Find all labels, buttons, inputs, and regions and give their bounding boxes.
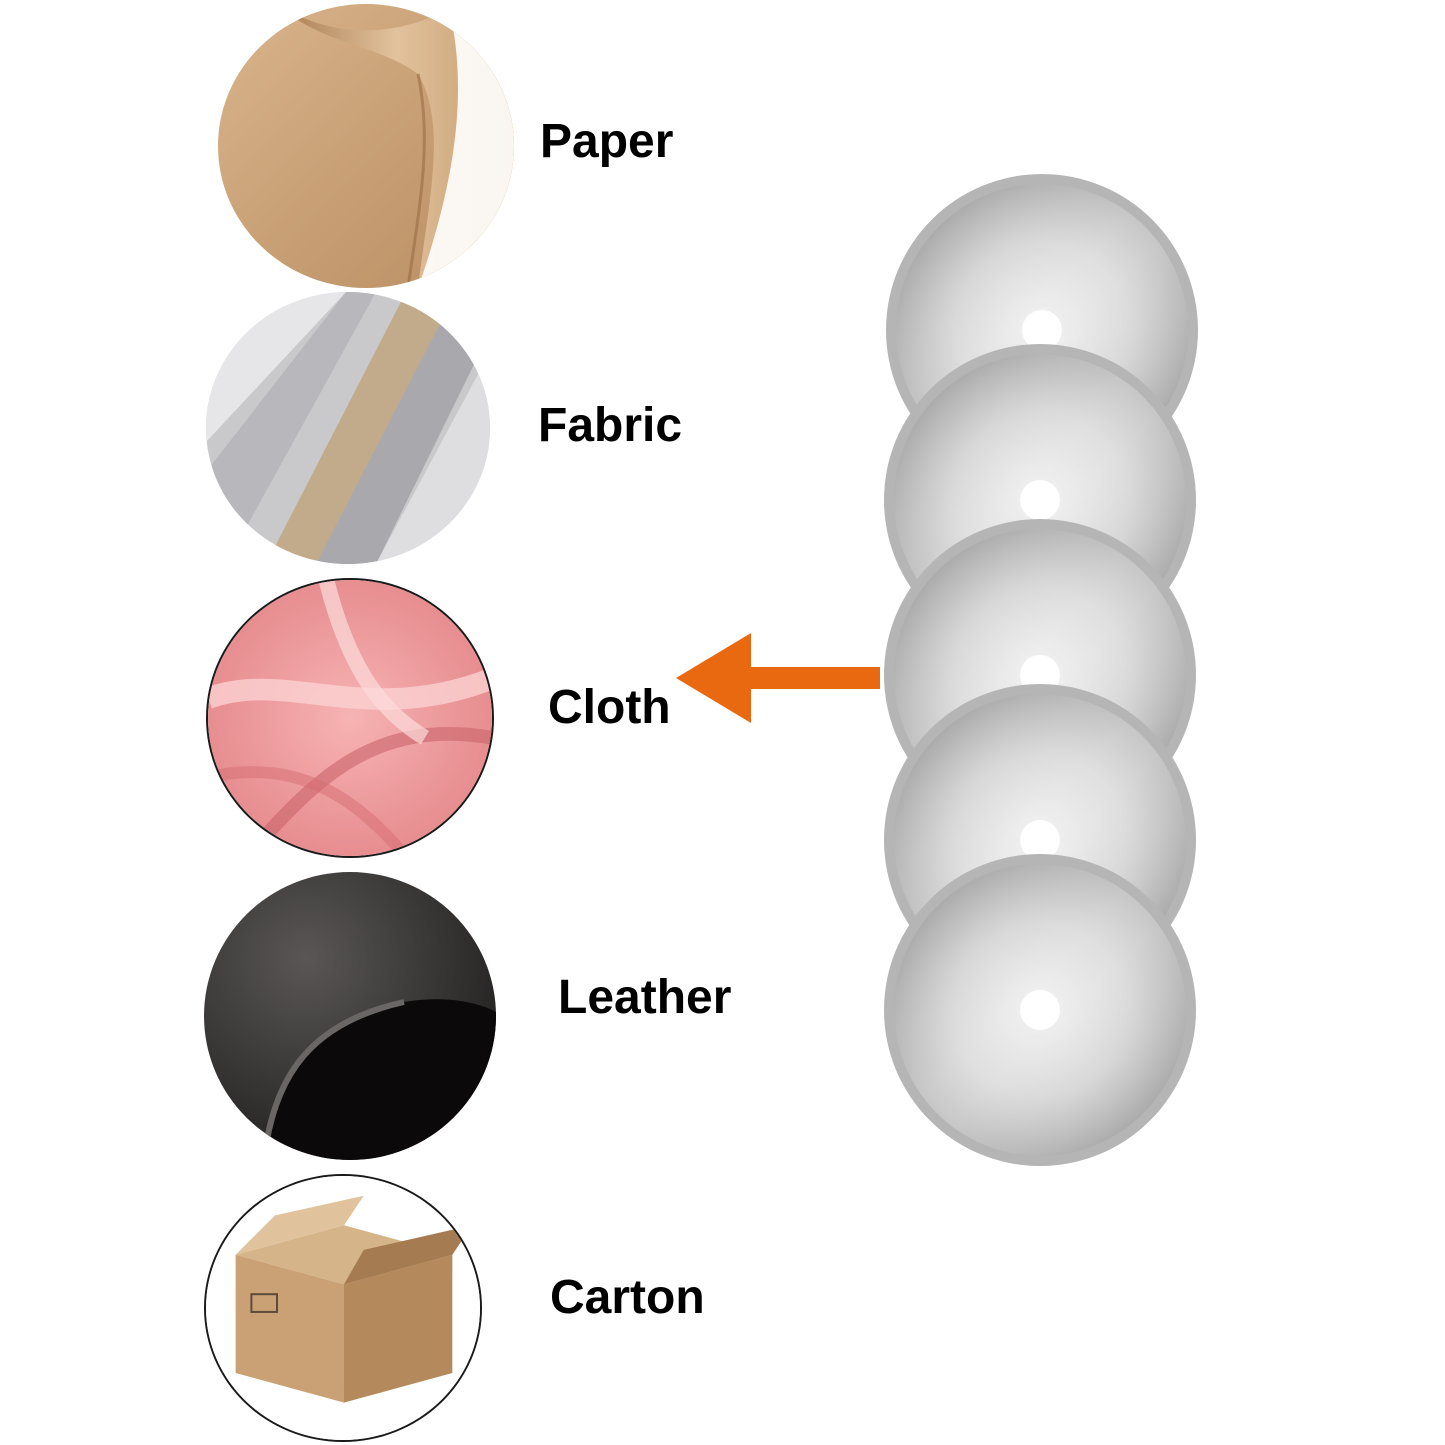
material-label-fabric: Fabric bbox=[538, 399, 683, 452]
material-label-paper: Paper bbox=[540, 115, 674, 168]
leather-icon bbox=[204, 872, 496, 1160]
material-label-carton: Carton bbox=[550, 1271, 705, 1324]
material-label-cloth: Cloth bbox=[548, 681, 671, 734]
fabric-icon bbox=[206, 292, 490, 564]
rotary-blade-stack bbox=[870, 170, 1210, 1180]
arrow-left-icon bbox=[676, 628, 886, 728]
cloth-icon bbox=[206, 578, 494, 858]
carton-box-icon bbox=[204, 1174, 482, 1442]
material-label-leather: Leather bbox=[558, 971, 732, 1024]
paper-icon bbox=[218, 4, 514, 288]
rotary-blade-icon bbox=[884, 854, 1196, 1166]
